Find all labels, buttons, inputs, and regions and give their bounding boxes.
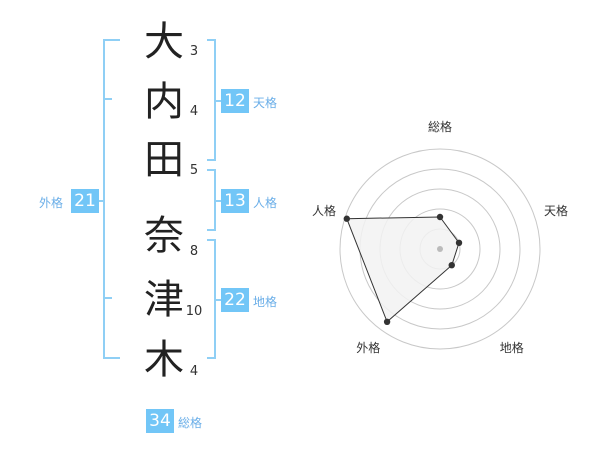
jinkaku-label: 人格 [253, 196, 278, 210]
stroke-count-1: 3 [189, 44, 199, 59]
stroke-count-4: 8 [189, 244, 199, 259]
radar-axis-label: 地格 [499, 340, 524, 355]
name-char-2: 内 [144, 79, 184, 125]
soukaku-label: 総格 [178, 416, 203, 430]
radar-axis-label: 人格 [311, 204, 336, 219]
radar-point [448, 261, 455, 269]
gaikaku-value: 21 [71, 189, 99, 213]
radar-ring [339, 148, 541, 350]
radar-axis-label: 総格 [427, 120, 452, 134]
tenkaku-value: 12 [221, 89, 249, 113]
radar-series-area [346, 216, 460, 323]
tenkaku-label: 天格 [253, 96, 278, 110]
soukaku-value: 34 [146, 409, 174, 433]
name-char-1: 大 [144, 19, 184, 65]
radar-point [383, 318, 391, 326]
radar-point [455, 239, 463, 247]
name-char-3: 田 [144, 137, 184, 183]
chikaku-value: 22 [221, 288, 249, 312]
chikaku-label: 地格 [253, 295, 278, 309]
name-char-4: 奈 [144, 213, 184, 259]
radar-point [436, 213, 444, 221]
name-char-6: 木 [144, 337, 184, 383]
jinkaku-value: 13 [221, 189, 249, 213]
stroke-count-6: 4 [189, 364, 199, 379]
name-char-5: 津 [144, 277, 184, 323]
stroke-count-2: 4 [189, 104, 199, 119]
gaikaku-label: 外格 [39, 196, 64, 210]
stroke-count-5: 10 [185, 304, 203, 319]
radar-axis-label: 外格 [356, 340, 381, 355]
stroke-count-3: 5 [189, 163, 199, 178]
radar-center-dot [437, 246, 443, 252]
radar-axis-label: 天格 [544, 204, 569, 219]
radar-point [343, 215, 350, 222]
